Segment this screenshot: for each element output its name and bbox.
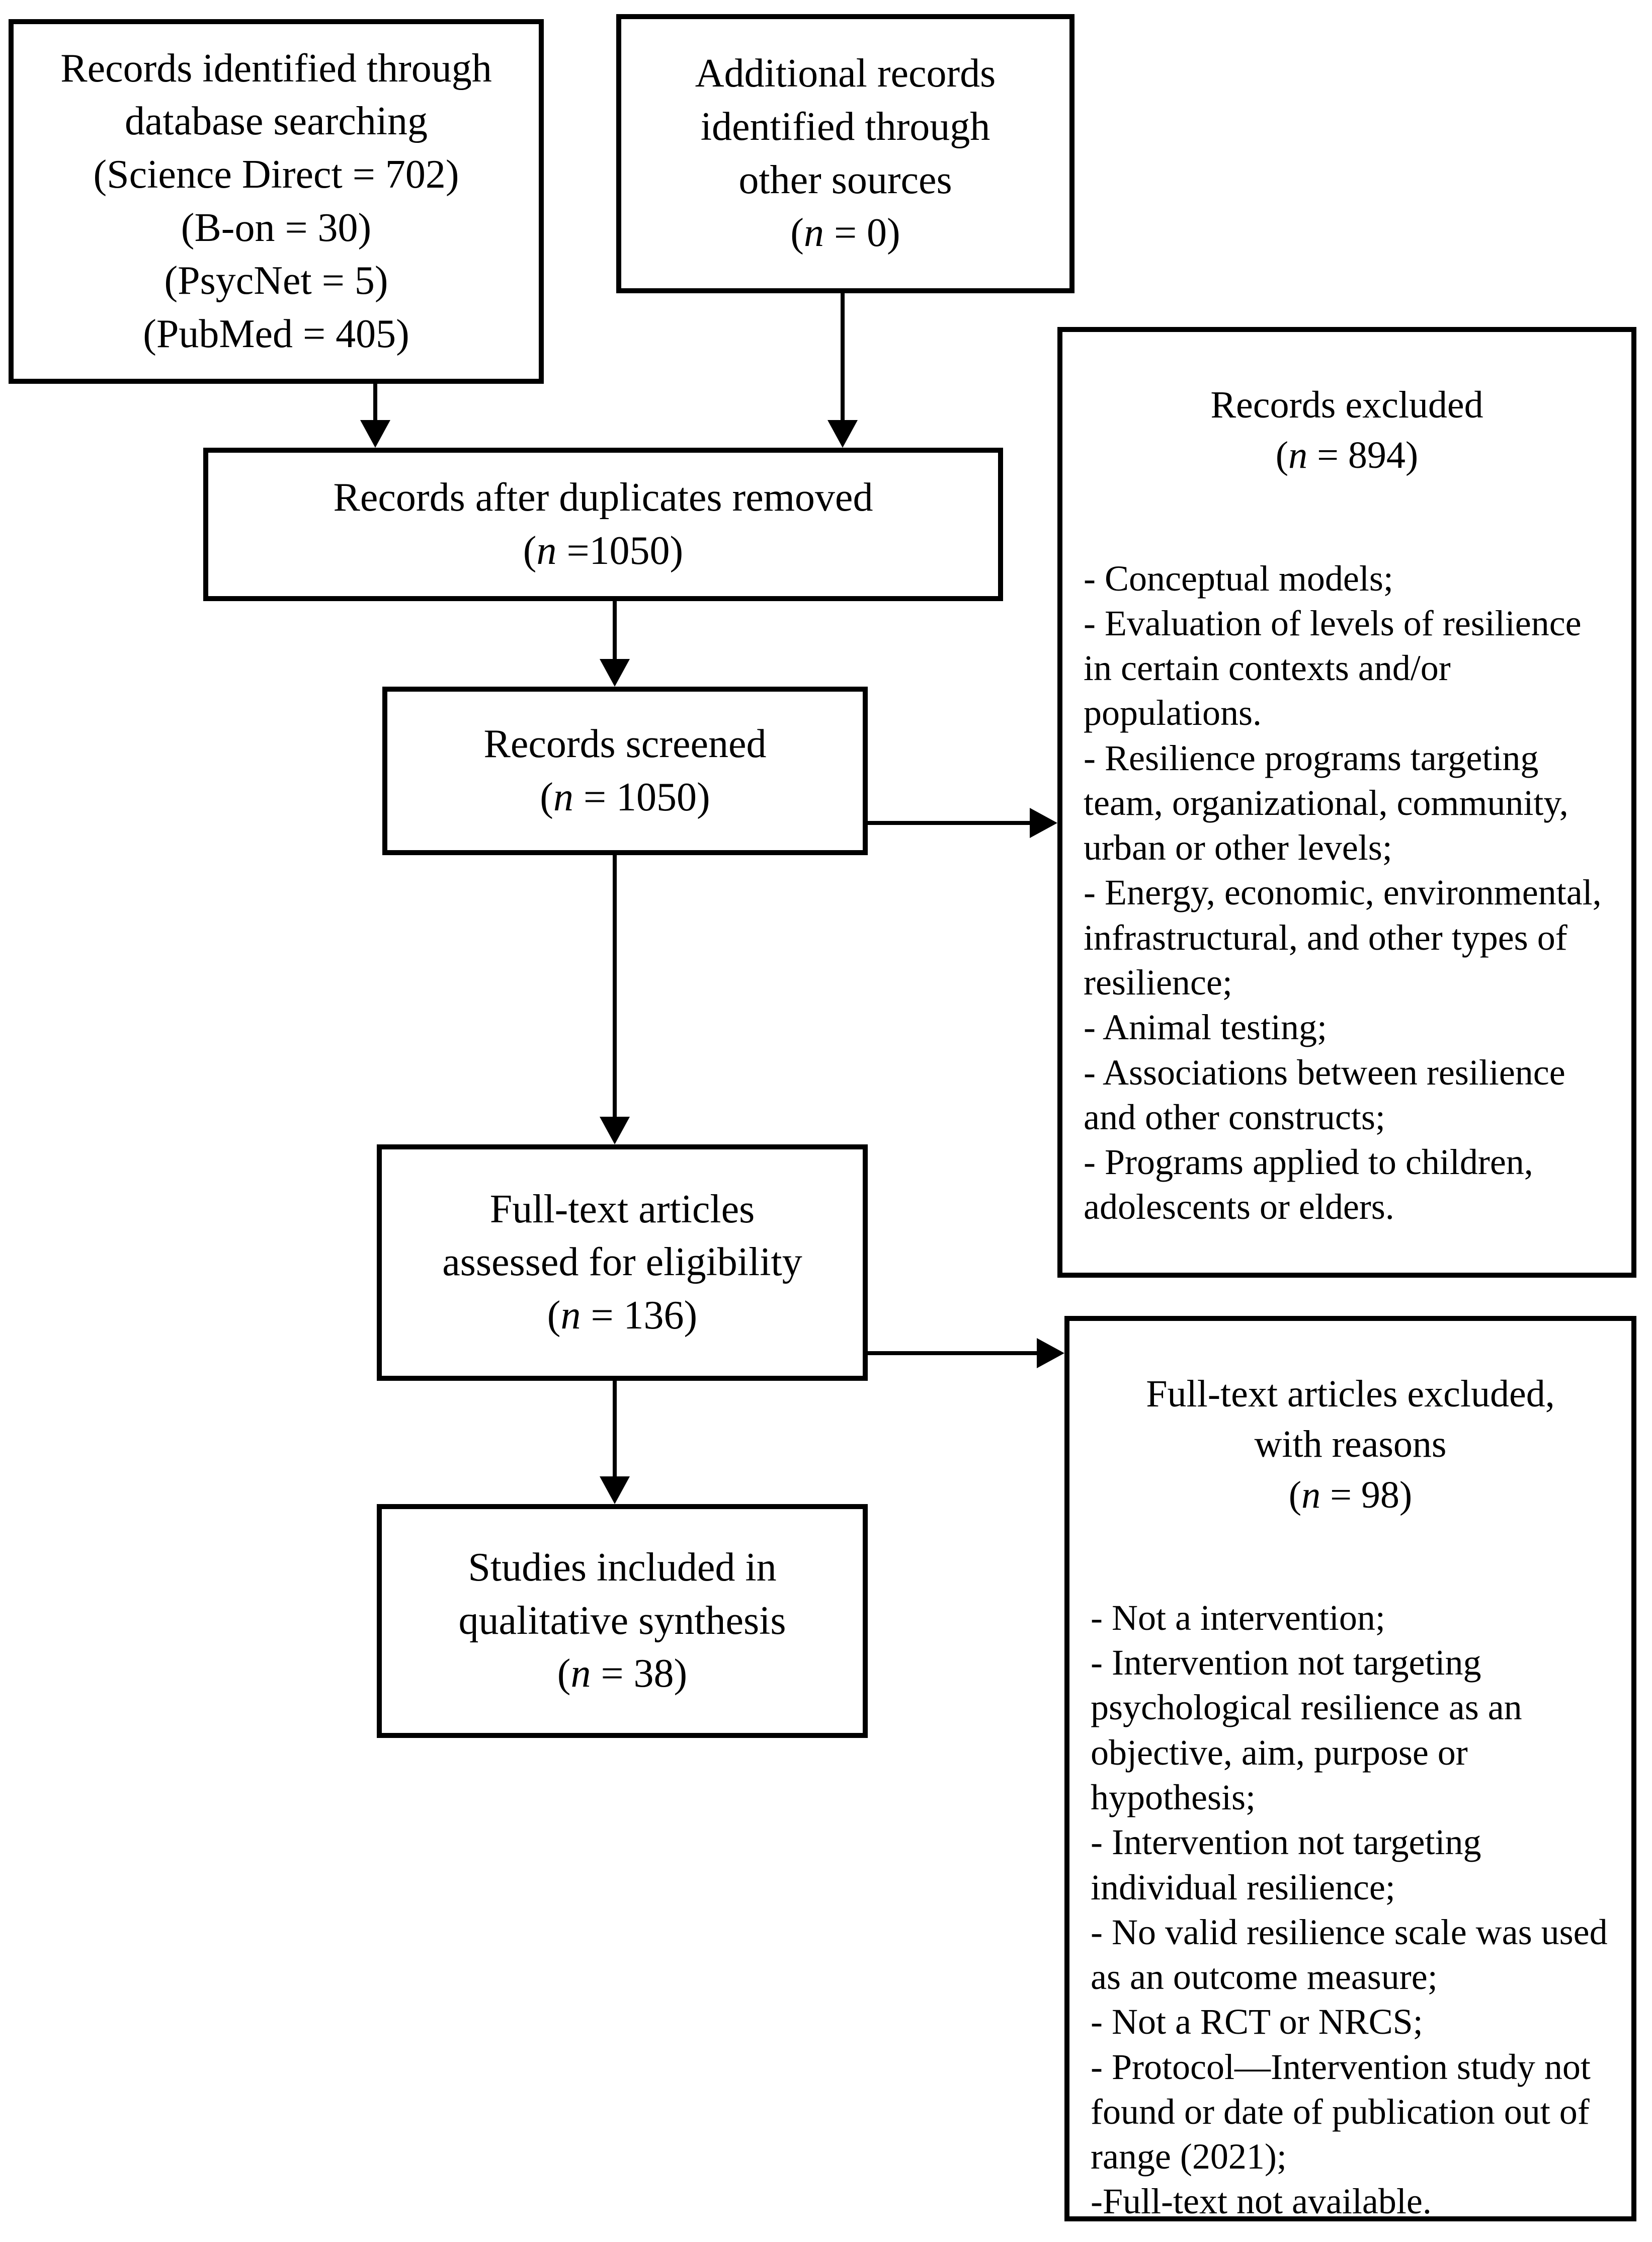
arrowhead-right [1030, 808, 1057, 838]
n-symbol: n [570, 1651, 591, 1696]
arrowhead-down [600, 1117, 630, 1144]
arrow-line [613, 1381, 617, 1476]
list-item: - Not a RCT or NRCS; [1091, 2002, 1423, 2042]
box-studies-included: Studies included in qualitative synthesi… [377, 1504, 868, 1738]
box-fulltext-excluded: Full-text articles excluded, with reason… [1064, 1316, 1636, 2221]
box-text-line: identified through [700, 104, 990, 149]
list-item: - Not a intervention; [1091, 1597, 1385, 1638]
n-symbol: n [536, 528, 557, 573]
side-box-header: Full-text articles excluded, with reason… [1091, 1369, 1610, 1520]
box-text-line: (B-on = 30) [181, 205, 372, 250]
n-symbol: n [1288, 434, 1308, 477]
arrowhead-down [360, 420, 390, 448]
n-symbol: n [560, 1293, 581, 1338]
box-text-line: Additional records [695, 51, 996, 96]
count-line: (n = 0) [790, 211, 900, 256]
list-item: - Associations between resilience and ot… [1084, 1052, 1565, 1137]
list-item: - Conceptual models; [1084, 558, 1393, 599]
list-item: - Evaluation of levels of resilience in … [1084, 603, 1582, 733]
box-additional-records: Additional records identified through ot… [616, 14, 1075, 293]
exclusion-reasons-list: - Conceptual models; - Evaluation of lev… [1084, 556, 1610, 1230]
box-text-line: Records excluded [1210, 384, 1483, 426]
box-text-line: with reasons [1254, 1423, 1447, 1466]
list-item: - Resilience programs targeting team, or… [1084, 737, 1568, 868]
list-item: - Animal testing; [1084, 1007, 1327, 1048]
arrowhead-down [600, 659, 630, 687]
arrowhead-right [1037, 1338, 1064, 1368]
list-item: - Energy, economic, environmental, infra… [1084, 872, 1602, 1003]
box-records-screened: Records screened (n = 1050) [382, 687, 868, 855]
arrow-line [613, 601, 617, 659]
arrow-line [613, 855, 617, 1117]
box-text-line: Studies included in [468, 1545, 777, 1590]
arrowhead-down [600, 1476, 630, 1504]
list-item: -Full-text not available. [1091, 2181, 1432, 2222]
box-text-line: Records after duplicates removed [333, 475, 873, 520]
box-text-line: other sources [738, 157, 952, 202]
box-records-identified: Records identified through database sear… [9, 19, 544, 384]
box-text-line: (PubMed = 405) [143, 311, 409, 356]
n-symbol: n [553, 775, 573, 819]
count-line: (n = 98) [1288, 1473, 1413, 1516]
list-item: - Programs applied to children, adolesce… [1084, 1142, 1533, 1227]
box-text-line: assessed for eligibility [442, 1240, 802, 1285]
arrow-line [868, 1351, 1037, 1355]
arrow-line [868, 821, 1030, 825]
side-box-header: Records excluded (n = 894) [1084, 380, 1610, 481]
n-symbol: n [803, 211, 824, 256]
count-line: (n = 894) [1275, 434, 1419, 477]
box-text-line: Full-text articles [489, 1187, 755, 1231]
box-text-line: Full-text articles excluded, [1146, 1373, 1555, 1415]
list-item: - Intervention not targeting psychologic… [1091, 1642, 1522, 1817]
box-records-after-duplicates: Records after duplicates removed (n =105… [203, 448, 1003, 601]
box-text-line: (PsycNet = 5) [164, 259, 388, 303]
n-symbol: n [1301, 1473, 1321, 1516]
arrow-line [841, 293, 845, 420]
arrow-line [373, 384, 377, 425]
box-text-line: qualitative synthesis [458, 1598, 786, 1643]
list-item: - Protocol—Intervention study not found … [1091, 2046, 1591, 2177]
list-item: - No valid resilience scale was used as … [1091, 1912, 1608, 1998]
box-records-excluded: Records excluded (n = 894) - Conceptual … [1057, 327, 1636, 1278]
count-line: (n =1050) [523, 528, 684, 573]
count-line: (n = 136) [547, 1293, 698, 1338]
list-item: - Intervention not targeting individual … [1091, 1822, 1481, 1907]
box-text-line: database searching [125, 99, 428, 144]
box-text-line: (Science Direct = 702) [93, 152, 459, 197]
box-fulltext-assessed: Full-text articles assessed for eligibil… [377, 1144, 868, 1381]
exclusion-reasons-list: - Not a intervention; - Intervention not… [1091, 1596, 1610, 2224]
count-line: (n = 38) [557, 1651, 688, 1696]
arrowhead-down [828, 420, 858, 448]
box-text-line: Records identified through [60, 46, 492, 91]
count-line: (n = 1050) [540, 775, 710, 819]
box-text-line: Records screened [483, 721, 767, 766]
